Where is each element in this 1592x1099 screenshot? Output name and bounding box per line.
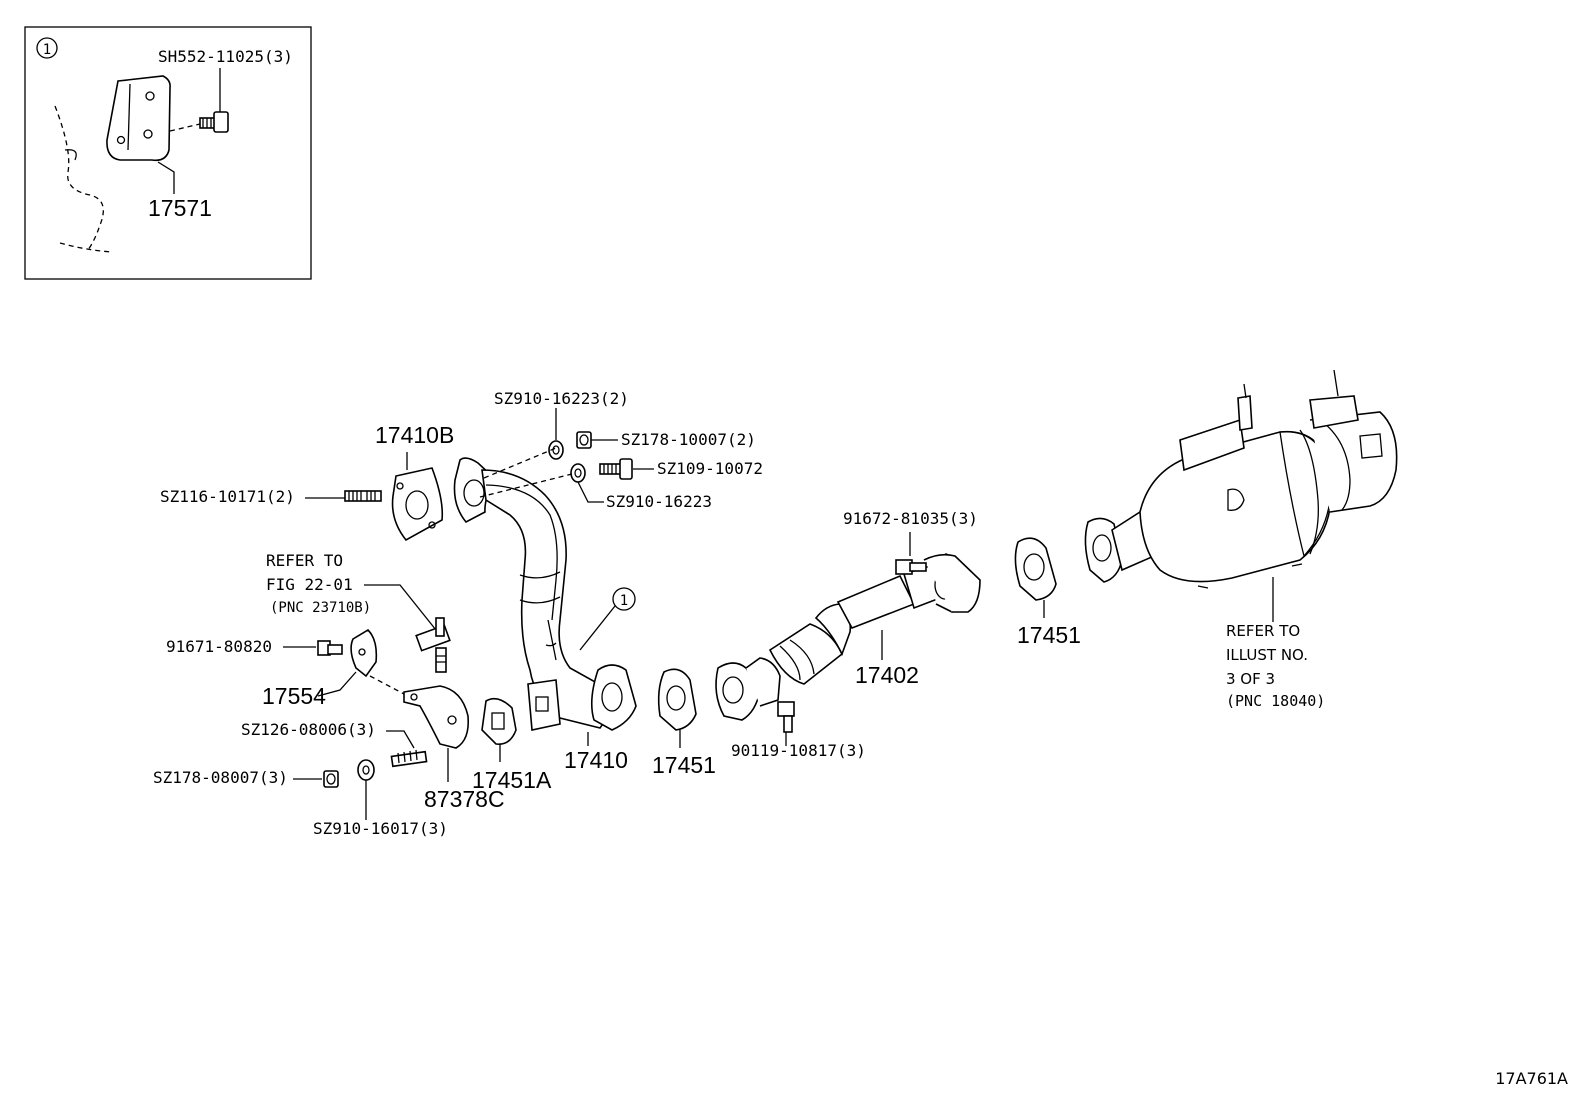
bracket-17554-icon <box>350 628 378 678</box>
washer-sz910-top-icon <box>548 440 564 460</box>
gasket-17451a-icon <box>481 697 517 746</box>
gasket-17451-left-icon <box>657 668 697 731</box>
leader-17571 <box>157 161 175 194</box>
label-pnc-18040: (PNC 18040) <box>1226 692 1325 710</box>
center-pipe-17402-group: 91672-81035(3) 17402 90119-10817(3) <box>715 509 981 760</box>
engine-outline-icon <box>54 105 104 251</box>
label-illust-no: ILLUST NO. <box>1226 646 1308 664</box>
label-91671-80820[interactable]: 91671-80820 <box>166 637 272 656</box>
bolt-91672-icon <box>895 559 927 575</box>
inset-callout-circle <box>36 37 58 59</box>
label-sz109-10072[interactable]: SZ109-10072 <box>657 459 763 478</box>
label-3-of-3[interactable]: 3 OF 3 <box>1226 670 1275 688</box>
washer-sz910-low-icon <box>357 759 375 781</box>
washer-sz910-mid-icon <box>570 463 586 483</box>
bracket-17571-icon <box>106 75 171 162</box>
gasket-17451a-group: 17451A <box>472 697 552 793</box>
sensor-bracket-group: REFER TO FIG 22-01 (PNC 23710B) 91671-80… <box>153 551 505 838</box>
label-17451a[interactable]: 17451A <box>472 767 552 793</box>
converter-end-cap-icon <box>1309 411 1398 513</box>
inset-panel: 1 SH552-11025(3) 17571 <box>24 26 312 280</box>
callout-number: 1 <box>620 593 628 609</box>
nut-sz178-top-icon <box>576 431 592 449</box>
front-pipe-17410-group: SZ910-16223(2) SZ178-10007(2) SZ109-1007… <box>453 389 763 773</box>
label-90119-10817[interactable]: 90119-10817(3) <box>731 741 866 760</box>
label-sz178-10007[interactable]: SZ178-10007(2) <box>621 430 756 449</box>
label-sz910-16223[interactable]: SZ910-16223 <box>606 492 712 511</box>
label-17410b[interactable]: 17410B <box>375 422 454 448</box>
gasket-17451-left-group: 17451 <box>652 668 716 778</box>
pipe-body-17410-icon <box>481 469 609 729</box>
label-sz126-08006[interactable]: SZ126-08006(3) <box>241 720 376 739</box>
stud-sz116-icon <box>344 490 382 502</box>
callout-circle <box>612 587 636 611</box>
label-17554[interactable]: 17554 <box>262 683 326 709</box>
label-sz178-08007[interactable]: SZ178-08007(3) <box>153 768 288 787</box>
converter-assembly-group: REFER TO ILLUST NO. 3 OF 3 (PNC 18040) <box>1084 369 1398 710</box>
label-pnc-23710b: (PNC 23710B) <box>270 600 371 616</box>
bolt-sz109-icon <box>599 458 633 480</box>
bolt-91671-icon <box>317 640 343 656</box>
inset-callout-number: 1 <box>43 42 51 58</box>
sensor-icon <box>415 617 451 673</box>
label-17571[interactable]: 17571 <box>148 195 212 221</box>
gasket-17410b-icon <box>391 467 444 542</box>
label-91672-81035[interactable]: 91672-81035(3) <box>843 509 978 528</box>
pipe-17402-inlet-flange-icon <box>715 662 761 721</box>
diagram-id: 17A761A <box>1495 1069 1568 1088</box>
label-17402[interactable]: 17402 <box>855 662 919 688</box>
bracket-87378c-icon <box>403 685 470 749</box>
label-fig-22-01[interactable]: FIG 22-01 <box>266 575 353 594</box>
nut-sz178-low-icon <box>323 770 339 788</box>
gasket-17451-right-icon <box>1014 537 1057 601</box>
label-17451-left[interactable]: 17451 <box>652 752 716 778</box>
bolt-90119-icon <box>777 701 795 733</box>
label-17410[interactable]: 17410 <box>564 747 628 773</box>
label-refer-to-illust: REFER TO <box>1226 622 1300 640</box>
label-refer-to-fig: REFER TO <box>266 551 343 570</box>
label-sz910-16017[interactable]: SZ910-16017(3) <box>313 819 448 838</box>
label-sz910-16223-2[interactable]: SZ910-16223(2) <box>494 389 629 408</box>
pipe-tube-icon <box>836 574 916 630</box>
converter-body-icon <box>1139 430 1333 583</box>
label-87378c[interactable]: 87378C <box>424 786 505 812</box>
label-sz116-10171[interactable]: SZ116-10171(2) <box>160 487 295 506</box>
stud-sz126-icon <box>390 749 428 768</box>
bolt-sh552-icon <box>199 111 229 133</box>
pipe-outlet-flange-icon <box>590 664 637 731</box>
gasket-17451-right-group: 17451 <box>1014 537 1081 648</box>
gasket-17410b-group: 17410B SZ116-10171(2) <box>160 422 454 542</box>
label-sh552-11025[interactable]: SH552-11025(3) <box>158 47 293 66</box>
label-17451-right[interactable]: 17451 <box>1017 622 1081 648</box>
converter-bracket-right-icon <box>1309 395 1359 429</box>
converter-bracket-left-icon <box>1179 418 1245 472</box>
